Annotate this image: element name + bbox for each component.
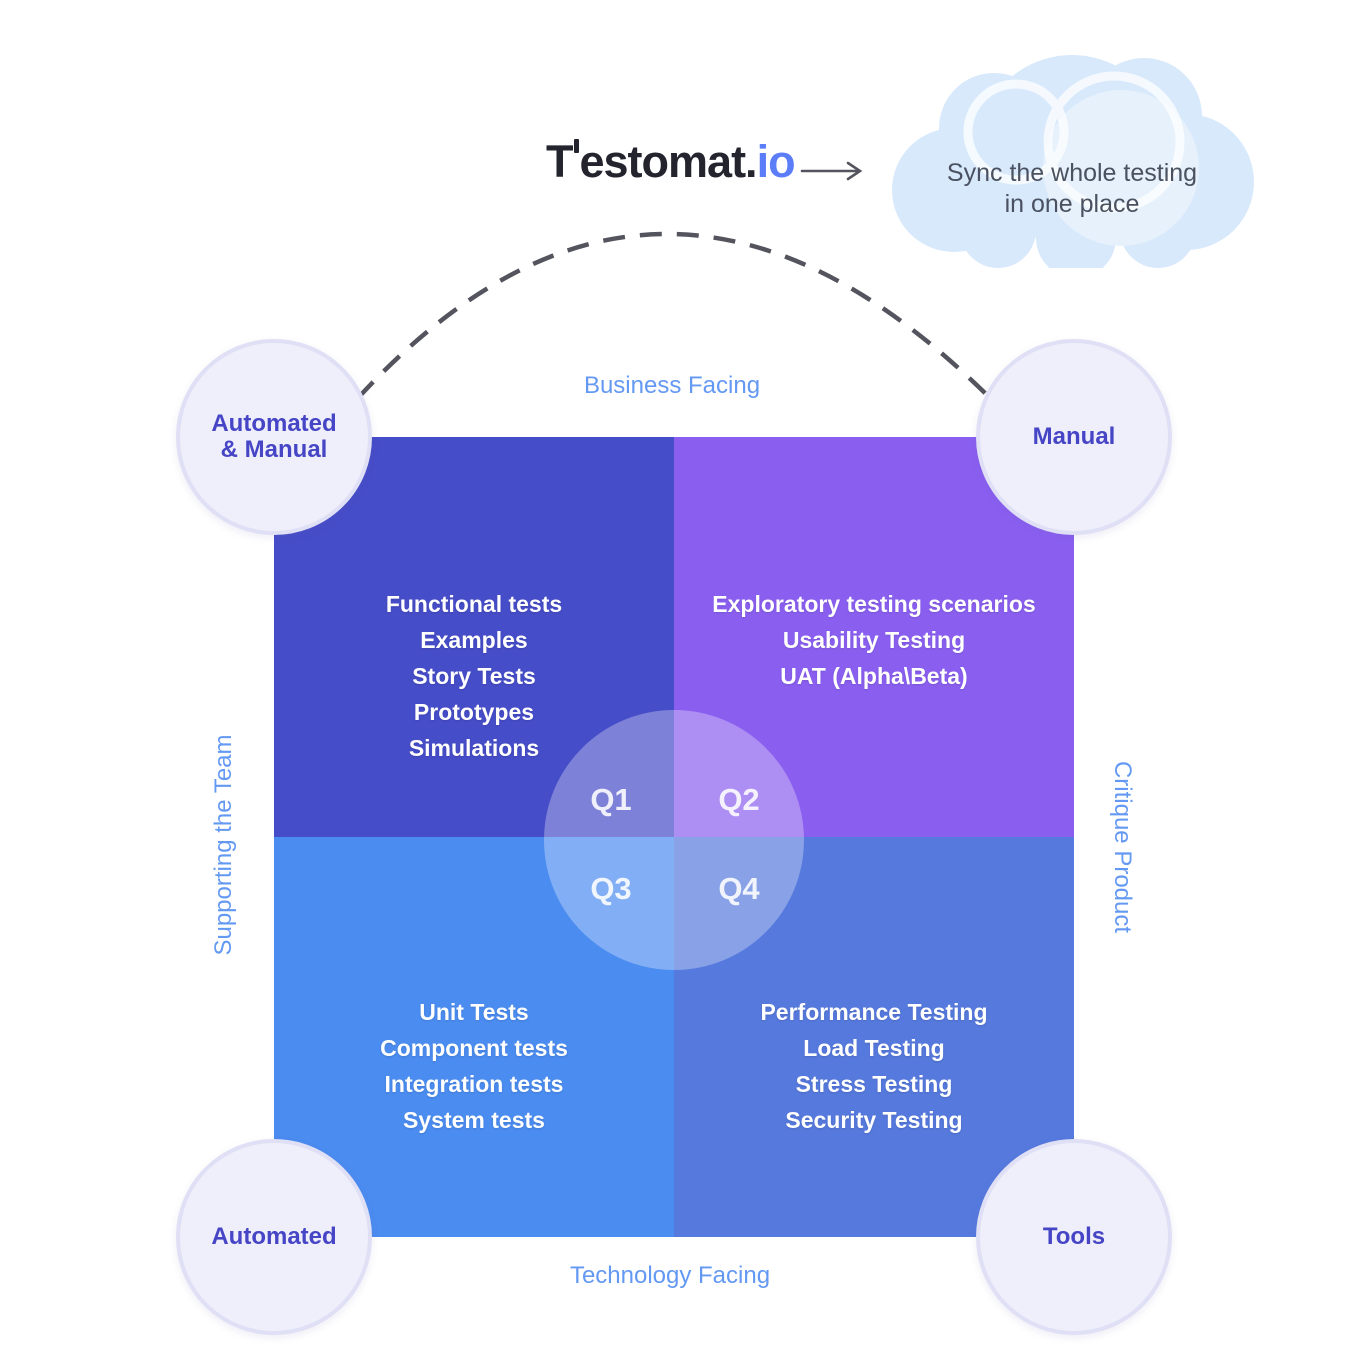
arrow-icon bbox=[800, 161, 863, 181]
logo-prefix: T bbox=[546, 136, 573, 187]
quadrant-item: Story Tests bbox=[412, 663, 536, 689]
axis-label-critique-product: Critique Product bbox=[1109, 760, 1136, 934]
connector-layer bbox=[356, 161, 992, 400]
quadrant-item: Security Testing bbox=[785, 1107, 963, 1133]
center-label-q1: Q1 bbox=[590, 782, 632, 817]
corner-label: Tools bbox=[1042, 1223, 1106, 1250]
quadrant-item: Exploratory testing scenarios bbox=[712, 591, 1036, 617]
quadrant-item: Usability Testing bbox=[782, 627, 966, 653]
axis-label-business-facing: Business Facing bbox=[583, 372, 761, 399]
corner-circle-tools: Tools bbox=[976, 1139, 1172, 1335]
quadrant-item: Functional tests bbox=[385, 591, 563, 617]
quadrant-item: Component tests bbox=[380, 1035, 568, 1061]
cloud-caption: Sync the whole testing in one place bbox=[876, 158, 1268, 220]
cloud-caption-line1: Sync the whole testing bbox=[946, 159, 1198, 187]
dashed-arc bbox=[356, 231, 992, 400]
center-quadrant-circle: Q1 Q2 Q3 Q4 bbox=[544, 710, 804, 970]
corner-label-line1: Automated bbox=[211, 410, 337, 437]
center-label-q4: Q4 bbox=[718, 871, 760, 906]
quadrant-item: Integration tests bbox=[384, 1071, 564, 1097]
logo-rest: estomat. bbox=[579, 136, 758, 187]
corner-circle-manual: Manual bbox=[976, 339, 1172, 535]
quadrant-item: Load Testing bbox=[803, 1035, 945, 1061]
cloud-caption-line2: in one place bbox=[1004, 190, 1140, 218]
quadrant-item: Examples bbox=[420, 627, 528, 653]
logo-accent: io bbox=[756, 136, 796, 187]
axis-label-technology-facing: Technology Facing bbox=[569, 1262, 771, 1289]
quadrant-item: System tests bbox=[403, 1107, 545, 1133]
quadrant-item: Unit Tests bbox=[419, 999, 529, 1025]
quadrant-item: Stress Testing bbox=[795, 1071, 953, 1097]
quadrant-item: Performance Testing bbox=[760, 999, 988, 1025]
center-label-q3: Q3 bbox=[590, 871, 632, 906]
axis-label-supporting-the-team: Supporting the Team bbox=[210, 734, 237, 956]
corner-label: Automated bbox=[211, 1223, 337, 1250]
corner-label-line2: & Manual bbox=[220, 436, 328, 463]
center-label-q2: Q2 bbox=[718, 782, 760, 817]
corner-label: Manual bbox=[1032, 423, 1116, 450]
quadrant-item: Simulations bbox=[408, 735, 540, 761]
logo-tick bbox=[573, 139, 579, 153]
quadrant-item: Prototypes bbox=[413, 699, 535, 725]
cloud-shape bbox=[876, 50, 1268, 278]
cloud-icon bbox=[892, 55, 1254, 278]
corner-circle-automated: Automated bbox=[176, 1139, 372, 1335]
corner-circle-automated-and-manual: Automated & Manual bbox=[176, 339, 372, 535]
quadrant-item: UAT (Alpha\Beta) bbox=[780, 663, 968, 689]
